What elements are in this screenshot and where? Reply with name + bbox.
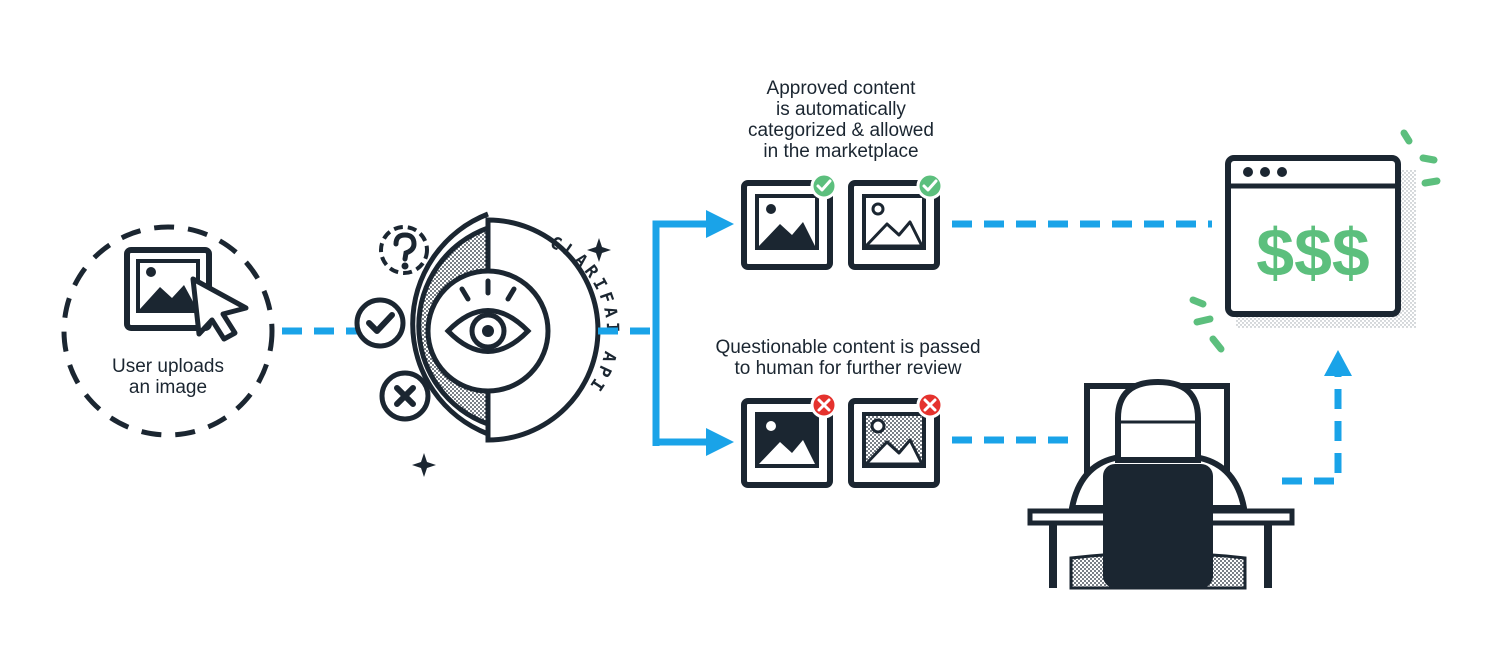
approved-check-icon (810, 172, 838, 200)
check-badge-icon (354, 297, 406, 349)
approved-check-icon (916, 172, 944, 200)
upload-label: User uploads an image (112, 356, 224, 398)
human-reviewer (1027, 378, 1295, 590)
arrow-up-icon (1324, 350, 1352, 376)
connector-reviewer-to-marketplace (1282, 350, 1352, 485)
rejected-x-icon (916, 391, 944, 419)
cursor-icon (190, 276, 249, 342)
marketplace-window: $$$ (1189, 129, 1441, 353)
arrow-right-icon (706, 210, 734, 238)
question-badge-icon (379, 225, 429, 275)
sparkle-icon (587, 238, 611, 262)
approved-label: Approved content is automatically catego… (748, 78, 934, 162)
api-node: CLARIFAI API (354, 211, 618, 477)
money-sparkle-icon (1189, 129, 1441, 353)
image-upload-icon (124, 247, 212, 331)
x-badge-icon (379, 370, 431, 422)
price-label: $$$ (1256, 215, 1369, 291)
rejected-x-icon (810, 391, 838, 419)
questionable-image-1 (741, 391, 838, 488)
approved-image-1 (741, 172, 838, 270)
arrow-right-icon (706, 428, 734, 456)
questionable-image-2 (848, 391, 944, 488)
eye-icon (444, 278, 532, 354)
approved-image-2 (848, 172, 944, 270)
questionable-label: Questionable content is passed to human … (715, 337, 981, 379)
sparkle-icon (412, 453, 436, 477)
upload-node (61, 224, 275, 438)
branch-connector (598, 210, 734, 456)
